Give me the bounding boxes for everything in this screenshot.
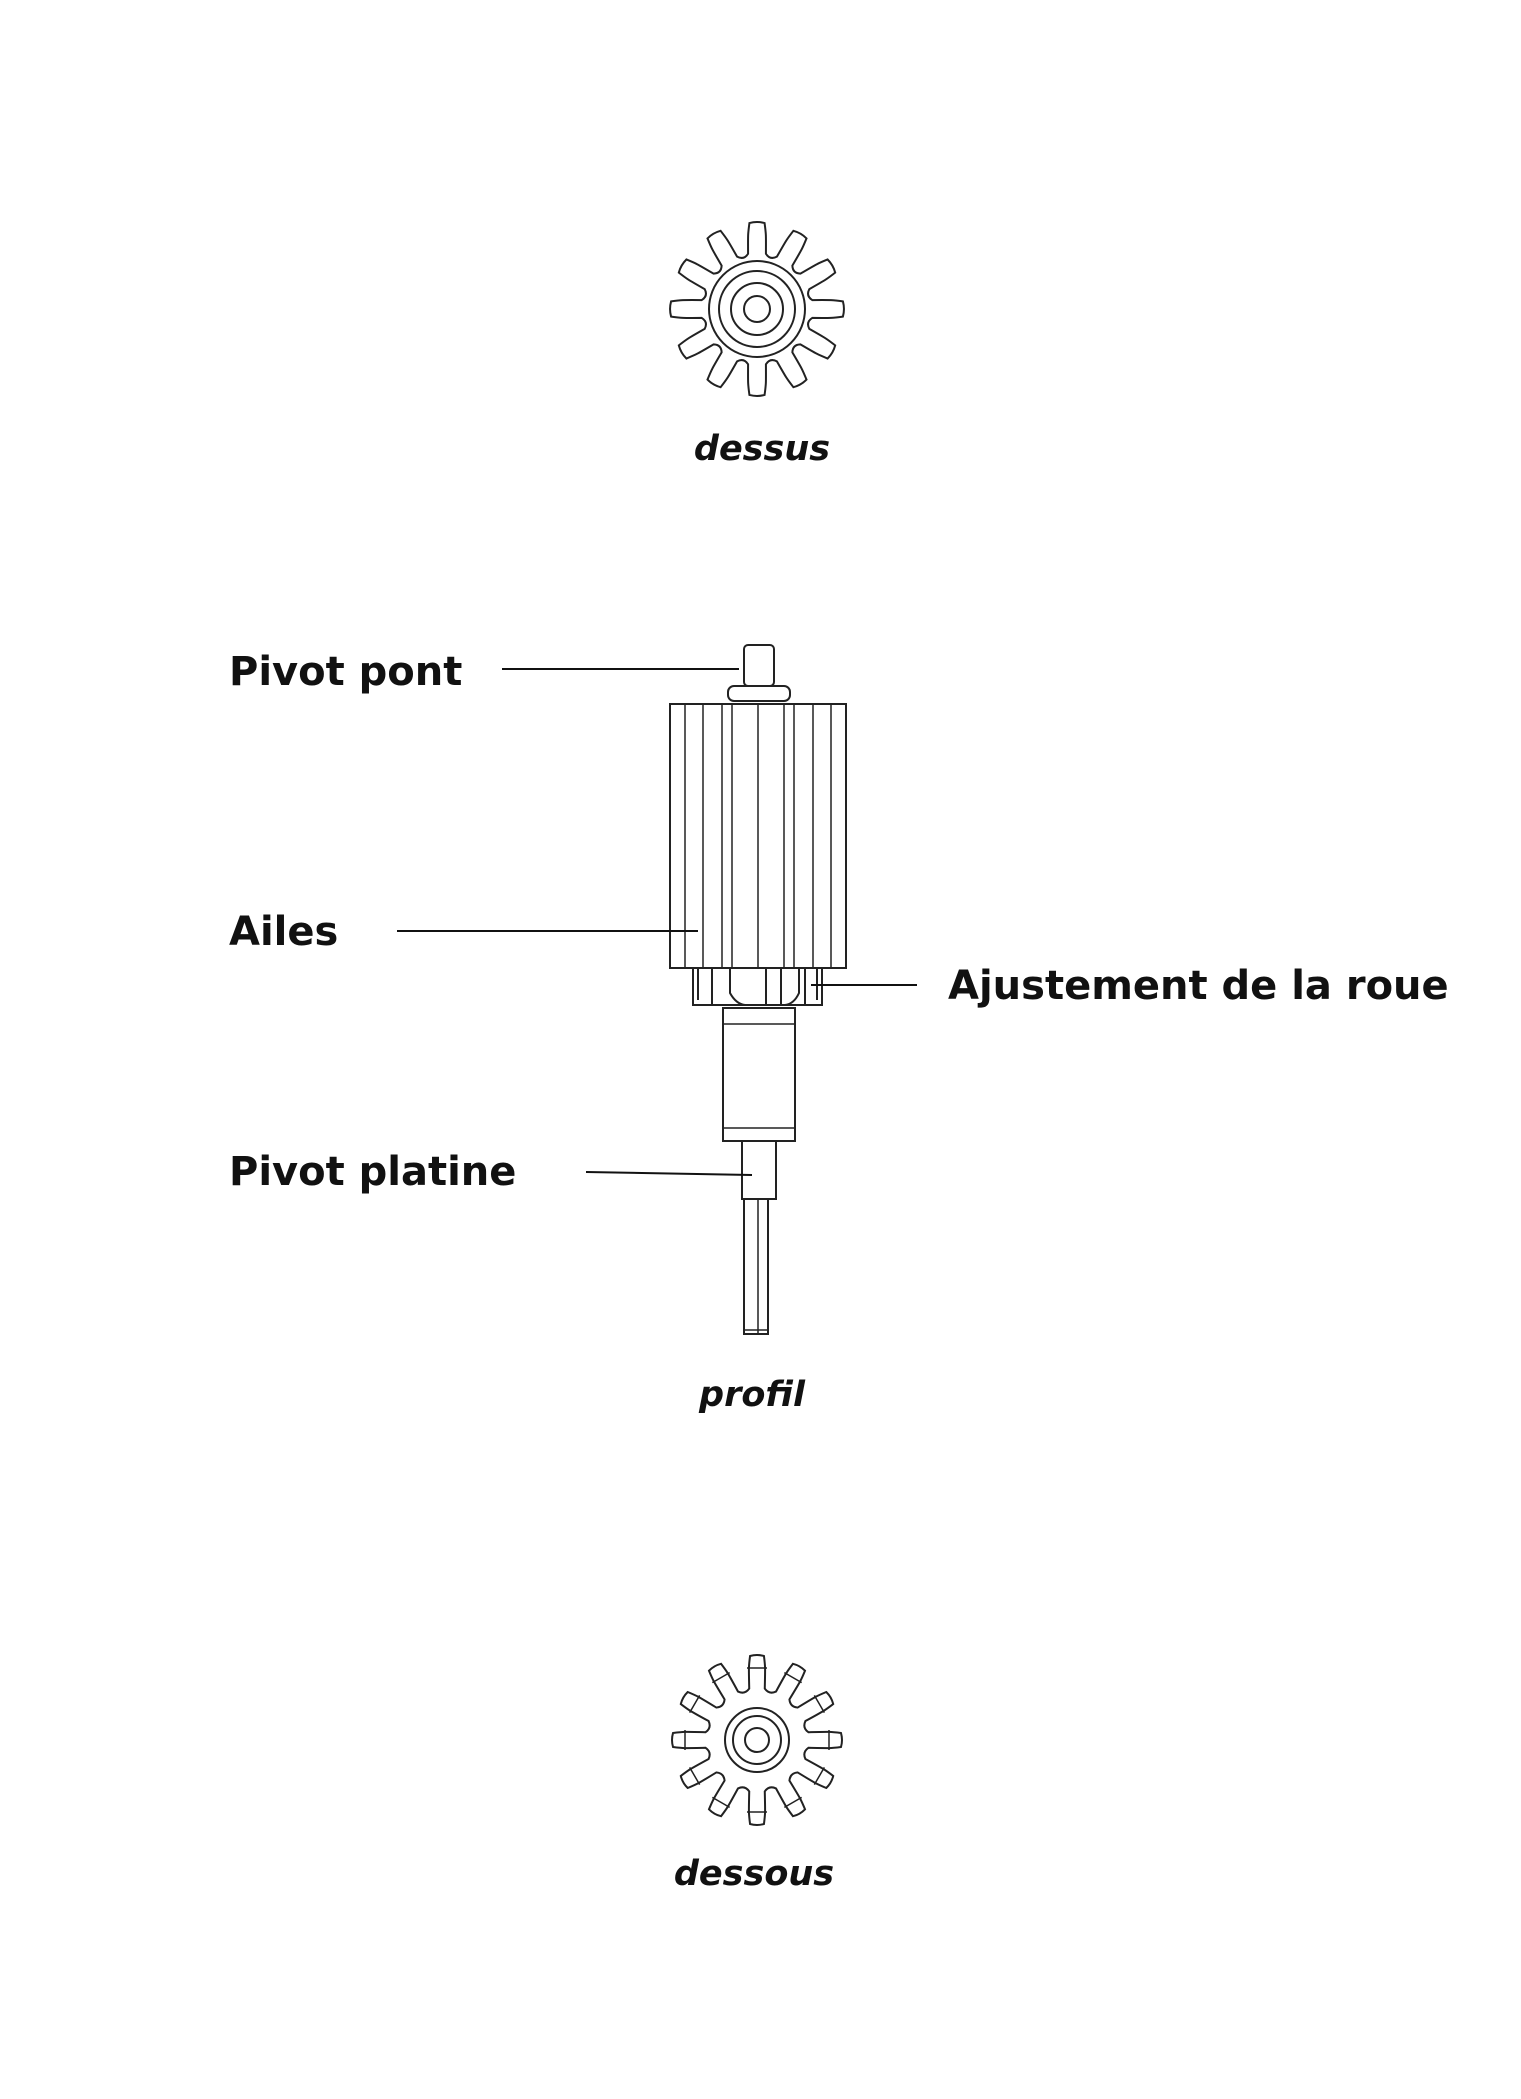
label-ailes: Ailes (229, 909, 339, 955)
bottom-gear-hub-inner (744, 1727, 770, 1753)
caption-dessus: dessus (693, 429, 831, 469)
upper-pivot (743, 644, 775, 687)
bottom-gear-hub-mid (732, 1715, 782, 1765)
lower-pivot (743, 1198, 769, 1335)
top-gear-outline (669, 221, 845, 397)
leaf-tip-mark (783, 1796, 803, 1808)
pivot-platine-leader (585, 1171, 753, 1176)
top-gear-arbor-ring (708, 260, 806, 358)
bottom-gear-outline (671, 1654, 843, 1826)
bottom-gear-hub-outer (724, 1707, 790, 1773)
leaf-tip-mark (711, 1796, 731, 1808)
top-view-pinion (669, 221, 845, 397)
label-pivot-platine: Pivot platine (229, 1149, 517, 1195)
leaf-tip-mark (783, 1672, 803, 1684)
bottom-view-pinion (671, 1654, 843, 1826)
bottom-gear-leaf-tips (684, 1667, 830, 1813)
lower-pivot-step (741, 1140, 777, 1200)
caption-dessous: dessous (673, 1854, 835, 1894)
caption-profil: profil (699, 1375, 805, 1415)
label-ajustement: Ajustement de la roue (948, 963, 1449, 1009)
leaf-tip-mark (689, 1766, 701, 1786)
top-gear-pivot-outer (730, 282, 784, 336)
profile-view-pinion (669, 644, 847, 1335)
top-gear-shoulder-ring (718, 270, 796, 348)
arbor (722, 1007, 796, 1142)
leaf-tip-mark (813, 1694, 825, 1714)
upper-pivot-collar (727, 685, 791, 702)
top-gear-pivot-inner (743, 295, 771, 323)
leaf-tip-mark (711, 1672, 731, 1684)
wheel-seat-tabs (692, 968, 823, 1006)
label-pivot-pont: Pivot pont (229, 649, 463, 695)
leaf-tip-mark (689, 1694, 701, 1714)
leaf-tip-mark (813, 1766, 825, 1786)
